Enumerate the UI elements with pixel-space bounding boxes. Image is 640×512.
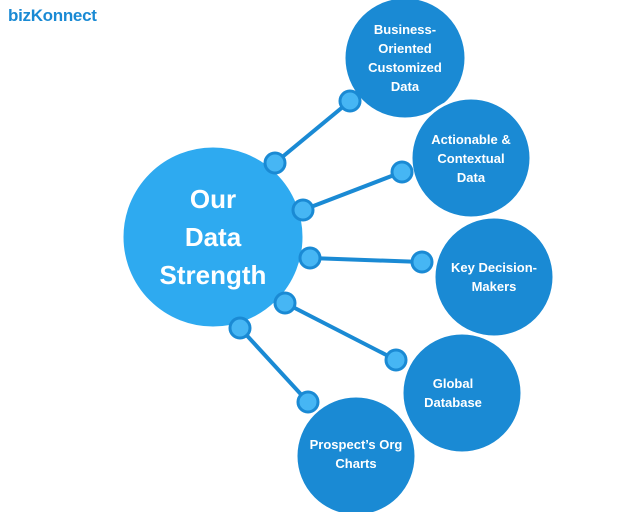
connector-dot	[291, 198, 315, 222]
node-circle-business-data	[342, 0, 468, 121]
connector-dot	[338, 89, 362, 113]
connector-line	[273, 99, 352, 165]
connector-dot	[273, 291, 297, 315]
bizkonnect-logo: bizKonnect	[8, 6, 97, 25]
node-circle-global-database	[400, 331, 524, 455]
connector-dot	[410, 250, 434, 274]
connector-dot	[228, 316, 252, 340]
connector-line	[302, 170, 403, 212]
connector-dot	[263, 151, 287, 175]
connector-line	[238, 326, 310, 404]
node-circle-decision-makers	[432, 215, 556, 339]
node-circle-org-charts	[294, 394, 418, 512]
connector-dot	[296, 390, 320, 414]
connector-dot	[384, 348, 408, 372]
connector-dot	[298, 246, 322, 270]
connector-line	[284, 301, 397, 362]
connector-line	[309, 256, 423, 264]
connector-dot	[390, 160, 414, 184]
hub-circle	[120, 144, 306, 330]
node-circle-actionable-data	[409, 96, 533, 220]
